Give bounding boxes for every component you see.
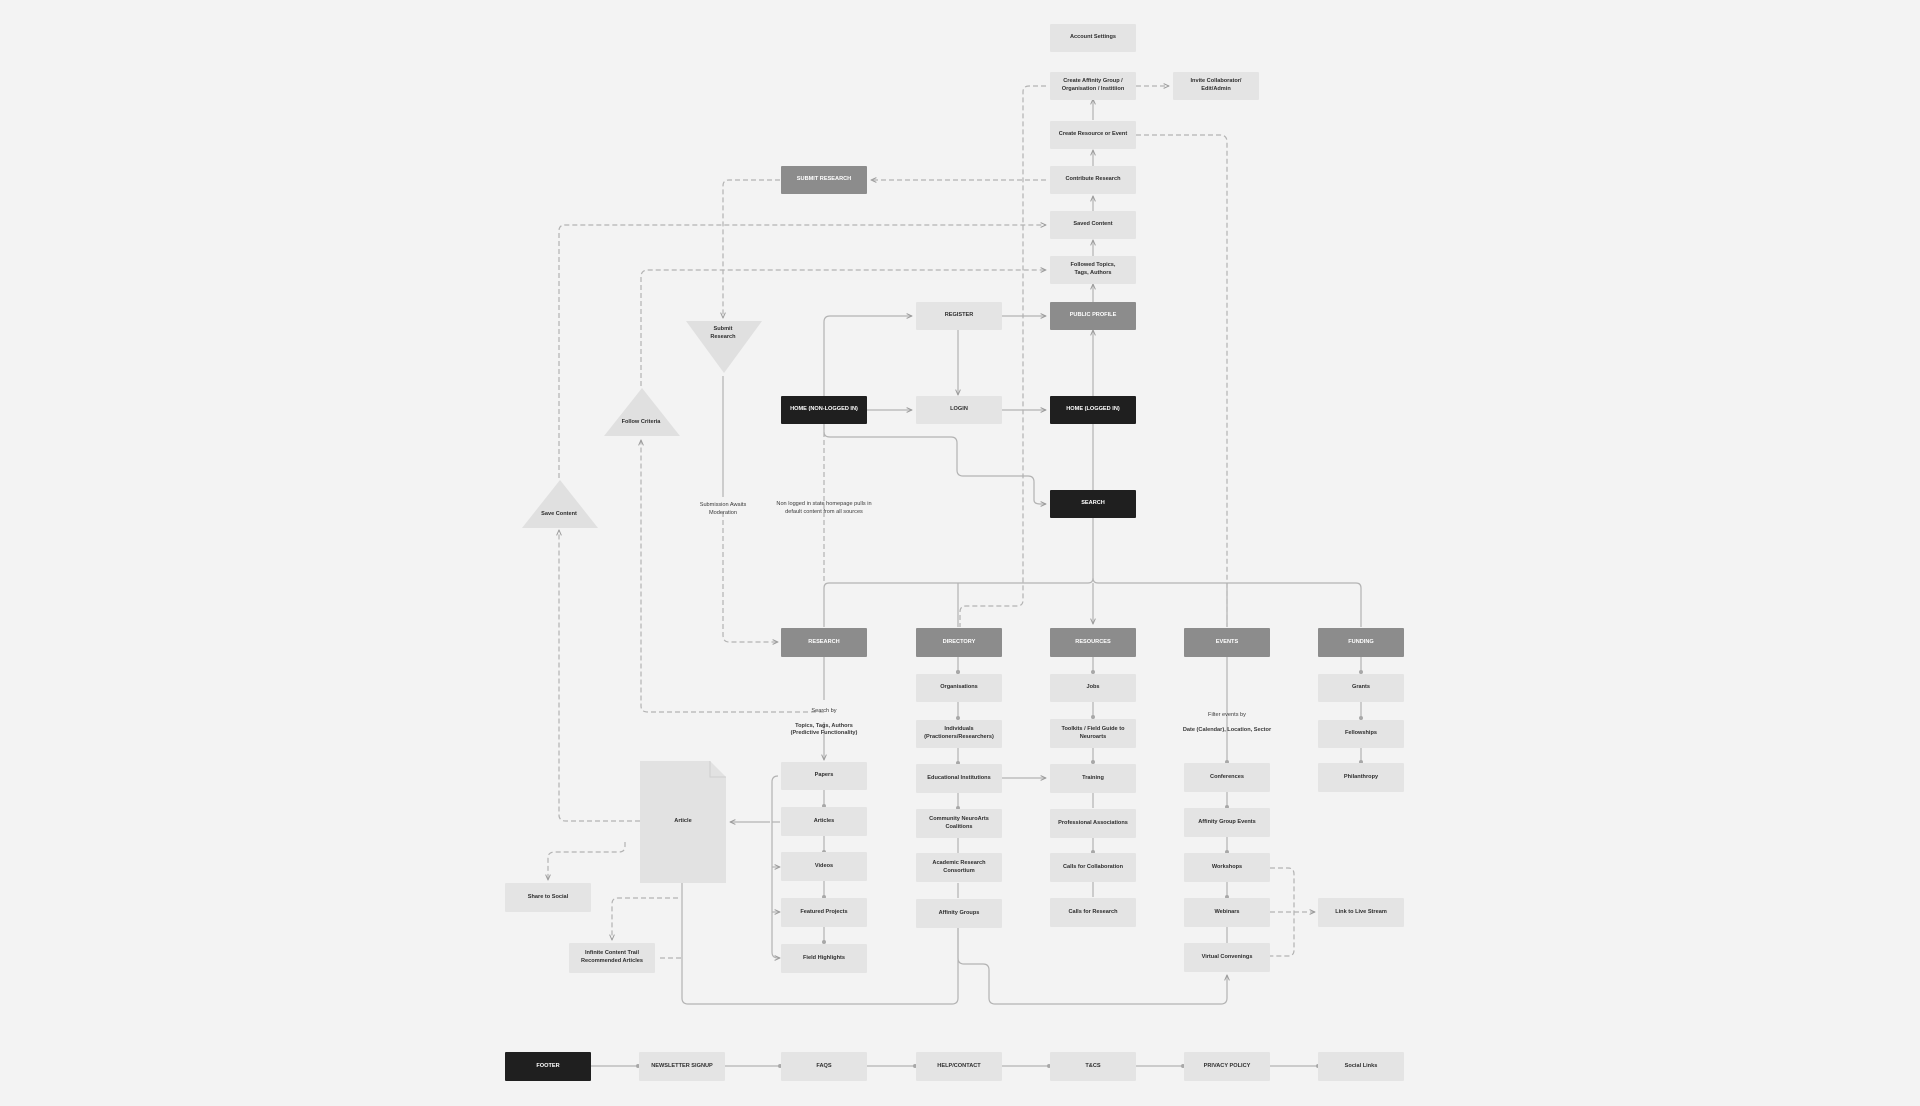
article-document-shape — [640, 761, 726, 883]
saved-content-node[interactable]: Saved Content — [1050, 211, 1136, 239]
infinite-content-trail-node[interactable]: Infinite Content Trail Recommended Artic… — [569, 943, 655, 973]
professional-associations-node[interactable]: Professional Associations — [1050, 809, 1136, 838]
article-node[interactable]: Article — [674, 818, 692, 825]
faqs-node[interactable]: FAQS — [781, 1052, 867, 1081]
contribute-research-node[interactable]: Contribute Research — [1050, 166, 1136, 194]
search-by-label: Search by — [811, 707, 837, 714]
search-node[interactable]: SEARCH — [1050, 490, 1136, 518]
create-affinity-group-node[interactable]: Create Affinity Group / Organisation / I… — [1050, 72, 1136, 100]
non-logged-note: Non logged in state homepage pulls in de… — [776, 501, 872, 515]
register-node[interactable]: REGISTER — [916, 302, 1002, 330]
followed-topics-node[interactable]: Followed Topics, Tags, Authors — [1050, 256, 1136, 284]
social-links-node[interactable]: Social Links — [1318, 1052, 1404, 1081]
home-logged-node[interactable]: HOME (LOGGED IN) — [1050, 396, 1136, 424]
filter-events-label: Filter events by — [1208, 711, 1246, 718]
search-by-detail: Topics, Tags, Authors (Predictive Functi… — [790, 722, 858, 737]
virtual-convenings-node[interactable]: Virtual Convenings — [1184, 943, 1270, 972]
search-by-note: Search by Topics, Tags, Authors (Predict… — [774, 700, 874, 738]
affinity-groups-node[interactable]: Affinity Groups — [916, 899, 1002, 928]
calls-collaboration-node[interactable]: Calls for Collaboration — [1050, 853, 1136, 882]
help-contact-node[interactable]: HELP/CONTACT — [916, 1052, 1002, 1081]
follow-criteria-triangle — [604, 388, 680, 436]
newsletter-signup-node[interactable]: NEWSLETTER SIGNUP — [639, 1052, 725, 1081]
funding-node[interactable]: FUNDING — [1318, 628, 1404, 657]
papers-node[interactable]: Papers — [781, 762, 867, 790]
educational-institutions-node[interactable]: Educational Institutions — [916, 764, 1002, 793]
articles-node[interactable]: Articles — [781, 807, 867, 836]
follow-criteria-triangle-label: Follow Criteria — [621, 419, 661, 425]
featured-projects-node[interactable]: Featured Projects — [781, 898, 867, 927]
academic-consortium-node[interactable]: Academic Research Consortium — [916, 853, 1002, 882]
events-node[interactable]: EVENTS — [1184, 628, 1270, 657]
moderation-note: Submission Awaits Moderation — [699, 502, 747, 516]
filter-events-note: Filter events by Date (Calendar), Locati… — [1172, 704, 1282, 734]
home-non-logged-node[interactable]: HOME (NON-LOGGED IN) — [781, 396, 867, 424]
webinars-node[interactable]: Webinars — [1184, 898, 1270, 927]
public-profile-node[interactable]: PUBLIC PROFILE — [1050, 302, 1136, 330]
account-settings-node[interactable]: Account Settings — [1050, 24, 1136, 52]
invite-collaborator-node[interactable]: Invite Collaborator/ Edit/Admin — [1173, 72, 1259, 100]
videos-node[interactable]: Videos — [781, 852, 867, 881]
directory-node[interactable]: DIRECTORY — [916, 628, 1002, 657]
calls-research-node[interactable]: Calls for Research — [1050, 898, 1136, 927]
submit-research-triangle-label: Submit Research — [710, 326, 736, 340]
individuals-node[interactable]: Individuals (Practioners/Researchers) — [916, 720, 1002, 748]
affinity-group-events-node[interactable]: Affinity Group Events — [1184, 808, 1270, 837]
grants-node[interactable]: Grants — [1318, 674, 1404, 702]
fellowships-node[interactable]: Fellowships — [1318, 720, 1404, 748]
login-node[interactable]: LOGIN — [916, 396, 1002, 424]
philanthropy-node[interactable]: Philanthropy — [1318, 763, 1404, 792]
tcs-node[interactable]: T&CS — [1050, 1052, 1136, 1081]
save-content-triangle — [522, 480, 598, 528]
resources-node[interactable]: RESOURCES — [1050, 628, 1136, 657]
field-highlights-node[interactable]: Field Highlights — [781, 944, 867, 973]
privacy-policy-node[interactable]: PRIVACY POLICY — [1184, 1052, 1270, 1081]
organisations-node[interactable]: Organisations — [916, 674, 1002, 702]
community-coalitions-node[interactable]: Community NeuroArts Coalitions — [916, 809, 1002, 838]
jobs-node[interactable]: Jobs — [1050, 674, 1136, 702]
submit-research-node[interactable]: SUBMIT RESEARCH — [781, 166, 867, 194]
save-content-triangle-label: Save Content — [541, 511, 577, 517]
share-to-social-node[interactable]: Share to Social — [505, 883, 591, 912]
footer-node[interactable]: FOOTER — [505, 1052, 591, 1081]
research-node[interactable]: RESEARCH — [781, 628, 867, 657]
training-node[interactable]: Training — [1050, 764, 1136, 793]
link-live-stream-node[interactable]: Link to Live Stream — [1318, 898, 1404, 927]
submit-research-triangle — [686, 321, 762, 373]
create-resource-node[interactable]: Create Resource or Event — [1050, 121, 1136, 149]
workshops-node[interactable]: Workshops — [1184, 853, 1270, 882]
toolkits-node[interactable]: Toolkits / Field Guide to Neuroarts — [1050, 719, 1136, 748]
filter-events-detail: Date (Calendar), Location, Sector — [1182, 726, 1272, 733]
conferences-node[interactable]: Conferences — [1184, 763, 1270, 792]
